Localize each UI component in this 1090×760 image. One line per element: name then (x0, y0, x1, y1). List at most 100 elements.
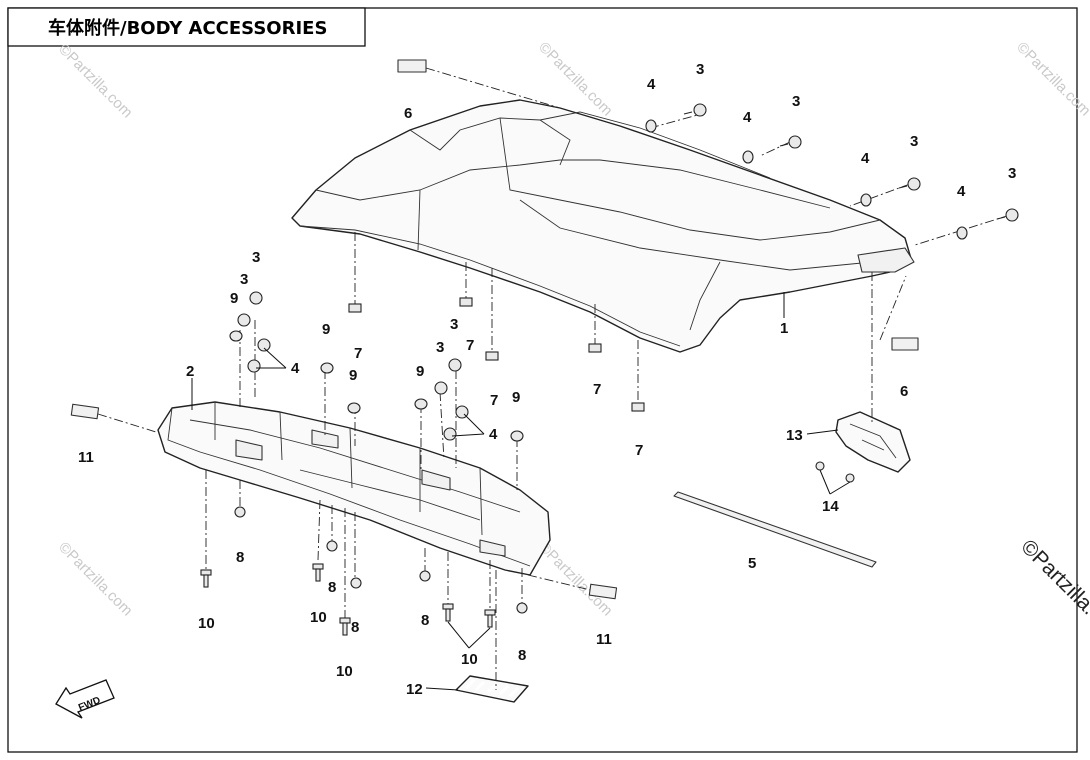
callout-3-6: 3 (240, 271, 248, 288)
pin-9-5 (510, 430, 524, 442)
screw-3-1 (683, 103, 707, 117)
nut-8-5 (516, 602, 528, 614)
nut-8-2 (326, 540, 338, 552)
nut-8-1 (234, 506, 246, 518)
screw-3-5 (249, 291, 263, 305)
screw-3-8 (434, 381, 448, 395)
callout-11-2: 11 (596, 631, 612, 648)
callout-11-1: 11 (78, 449, 94, 466)
vent-grille (455, 675, 529, 703)
washer-4-1 (645, 119, 657, 133)
pad-6-top (397, 59, 427, 73)
washer-4-2 (742, 150, 754, 164)
callout-10-4: 10 (461, 651, 478, 668)
pin-9-2 (320, 362, 334, 374)
screw-3-3 (898, 177, 921, 191)
callout-8-2: 8 (328, 579, 336, 596)
callout-6-2: 6 (900, 383, 908, 400)
bolt-10-1 (200, 569, 212, 588)
nut-8-4 (419, 570, 431, 582)
hardware-screws-14 (815, 461, 855, 483)
callout-9-1: 9 (230, 290, 238, 307)
callout-8-1: 8 (236, 549, 244, 566)
clip-7-1 (348, 303, 362, 313)
callout-labels: 1 2 3 3 3 3 3 3 3 3 4 4 4 4 4 4 5 6 6 7 … (78, 61, 1016, 698)
hardware-pins (229, 330, 524, 442)
callout-1: 1 (780, 320, 788, 337)
callout-3-5: 3 (252, 249, 260, 266)
callout-9-2: 9 (322, 321, 330, 338)
watermark-6: ©Partzilla.com (1016, 535, 1090, 647)
watermark-4: ©Partzilla.com (55, 539, 136, 620)
clip-7-3 (485, 351, 499, 361)
mount-bracket (835, 411, 911, 473)
callout-9-3: 9 (349, 367, 357, 384)
washer-4-5 (257, 338, 271, 352)
pads (70, 59, 919, 600)
pin-9-4 (414, 398, 428, 410)
screw-3-4 (996, 208, 1019, 222)
callout-4-4: 4 (957, 183, 966, 200)
callout-7-4: 7 (593, 381, 601, 398)
bolt-10-2 (312, 563, 324, 582)
watermark-5: ©Partzilla.com (535, 539, 616, 620)
nut-8-3 (350, 577, 362, 589)
fwd-arrow: FWD (55, 679, 115, 719)
screw-14-2 (845, 473, 855, 483)
callout-9-4: 9 (416, 363, 424, 380)
callout-8-3: 8 (351, 619, 359, 636)
pin-9-1 (229, 330, 243, 342)
hardware-bolts (200, 563, 496, 636)
pad-6-right (891, 337, 919, 351)
clip-7-2 (459, 297, 473, 307)
callout-10-3: 10 (336, 663, 353, 680)
callout-3-8: 3 (436, 339, 444, 356)
trim-strip (673, 491, 877, 568)
callout-4-3: 4 (861, 150, 870, 167)
callout-3-3: 3 (910, 133, 918, 150)
callout-7-1: 7 (354, 345, 362, 362)
callout-4-5: 4 (291, 360, 300, 377)
callout-7-3: 7 (490, 392, 498, 409)
washer-4-6 (247, 359, 261, 373)
washer-4-3 (860, 193, 872, 207)
screw-14-1 (815, 461, 825, 471)
bolt-10-5 (484, 609, 496, 628)
assembly-lines (97, 67, 1011, 690)
callout-10-1: 10 (198, 615, 215, 632)
diagram-frame (7, 7, 1078, 753)
screw-3-6 (237, 313, 251, 327)
clip-7-4 (588, 343, 602, 353)
screw-3-7 (448, 358, 462, 372)
washer-4-4 (956, 226, 968, 240)
hardware-nuts (234, 506, 528, 614)
callout-3-1: 3 (696, 61, 704, 78)
rack-panel (157, 401, 551, 576)
washer-4-8 (443, 427, 457, 441)
pin-9-3 (347, 402, 361, 414)
callout-4-2: 4 (743, 109, 752, 126)
callout-6-1: 6 (404, 105, 412, 122)
clip-7-5 (631, 402, 645, 412)
callout-3-4: 3 (1008, 165, 1016, 182)
diagram-title: 车体附件/BODY ACCESSORIES (48, 17, 327, 39)
callout-13: 13 (786, 427, 803, 444)
callout-pointers (191, 292, 851, 691)
callout-9-5: 9 (512, 389, 520, 406)
callout-10-2: 10 (310, 609, 327, 626)
callout-2: 2 (186, 363, 194, 380)
hardware-screws (237, 103, 1019, 395)
bolt-10-4 (442, 603, 454, 622)
callout-4-1: 4 (647, 76, 656, 93)
callout-7-5: 7 (635, 442, 643, 459)
screw-3-2 (779, 135, 802, 149)
callout-5: 5 (748, 555, 756, 572)
watermark-3: ©Partzilla.com (1013, 39, 1090, 120)
callout-3-2: 3 (792, 93, 800, 110)
callout-8-5: 8 (518, 647, 526, 664)
title-box (7, 7, 366, 47)
callout-14: 14 (822, 498, 839, 515)
callout-8-4: 8 (421, 612, 429, 629)
pad-11-left (70, 403, 100, 420)
